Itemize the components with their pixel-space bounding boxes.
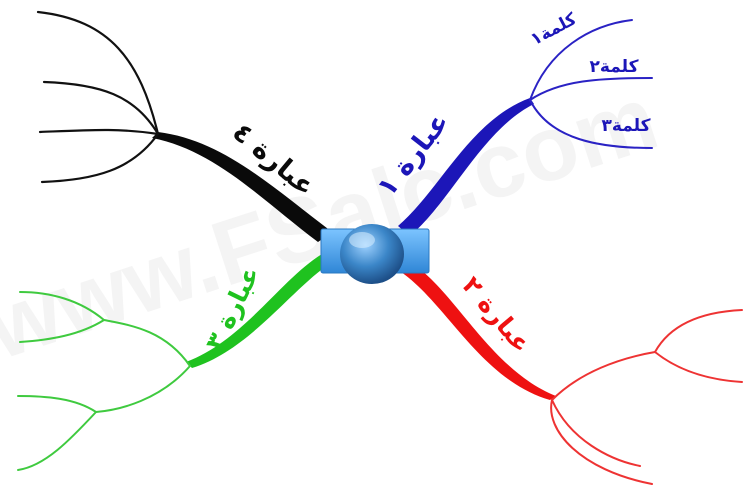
- branch-3-twig-4: [17, 411, 97, 471]
- branch-2-trunk: [398, 262, 556, 400]
- branch-4: عبارة ٤: [36, 10, 332, 242]
- branch-1-twig-3: [529, 99, 653, 149]
- branch-3-twig-1: [19, 291, 105, 321]
- branch-2-twig-2: [654, 351, 743, 383]
- branch-1-trunk: [398, 98, 534, 236]
- branch-4-trunk: [152, 132, 332, 242]
- branch-4-twig-1: [36, 10, 160, 136]
- branch-2-twig-upper: [551, 351, 656, 401]
- branch-3-twig-3: [17, 395, 97, 413]
- branch-1-twig-2: [529, 77, 653, 101]
- branch-3-twig-2: [19, 319, 105, 343]
- branch-2-twig-lower: [551, 399, 641, 467]
- branch-2-label: عبارة ٢: [457, 271, 537, 358]
- center-node: [320, 224, 430, 284]
- branch-2: عبارة ٢: [398, 262, 743, 485]
- word-3-label: كلمة٣: [602, 116, 651, 136]
- branch-3-twig-upper: [103, 319, 191, 367]
- branch-2-twig-1: [654, 309, 743, 353]
- center-sphere: [340, 224, 404, 284]
- word-2-label: كلمة٢: [590, 57, 639, 77]
- branch-1-twig-1: [529, 19, 633, 101]
- branch-2-twig-3: [550, 399, 653, 485]
- branch-3-trunk: [186, 254, 332, 368]
- watermark: www.FSalc.com: [0, 67, 669, 380]
- branch-3-twig-lower: [95, 365, 191, 413]
- branch-4-twig-4: [40, 132, 160, 184]
- branch-4-twig-3: [38, 128, 160, 136]
- branch-4-twig-2: [42, 80, 160, 136]
- center-sphere-highlight: [349, 232, 375, 248]
